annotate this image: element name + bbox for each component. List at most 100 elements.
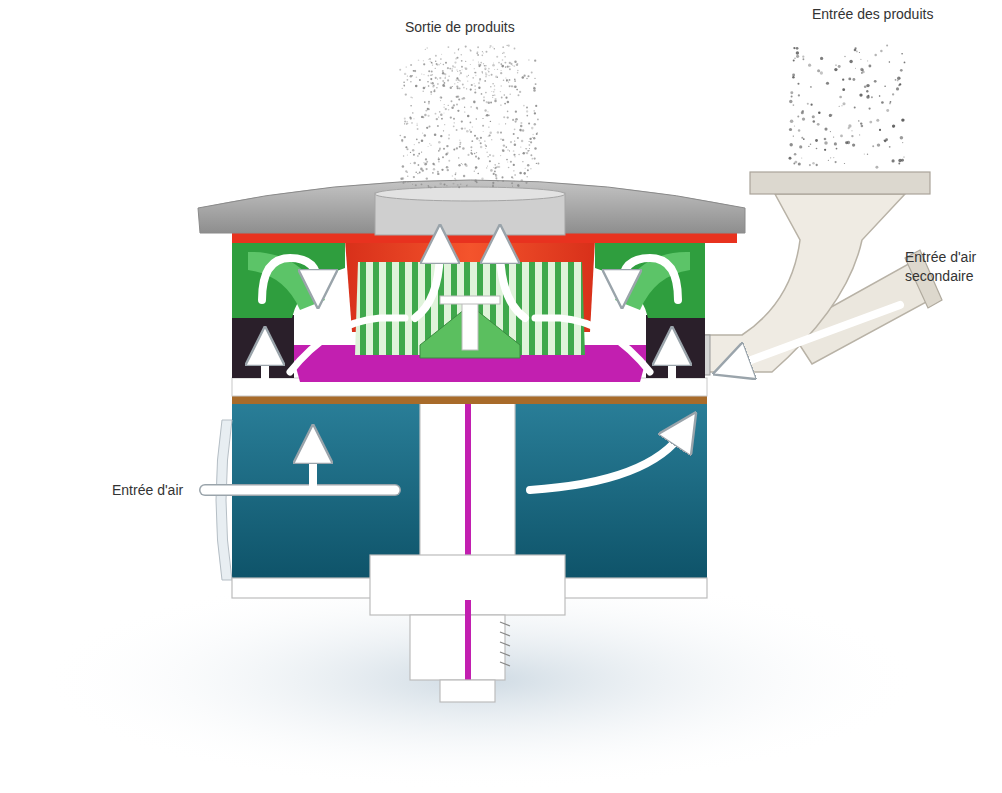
particle <box>426 177 428 179</box>
particle <box>531 71 533 73</box>
particle <box>839 106 840 107</box>
particle <box>462 147 464 149</box>
particle <box>448 137 450 139</box>
particle <box>413 70 415 72</box>
particle <box>437 83 439 85</box>
particle <box>477 46 479 48</box>
particle <box>459 70 460 71</box>
particle <box>902 142 903 143</box>
particle <box>790 119 794 123</box>
particle <box>817 69 820 72</box>
particle <box>513 65 515 67</box>
particle <box>460 72 462 74</box>
particle <box>486 101 488 103</box>
particle <box>417 155 419 157</box>
particle <box>518 186 519 187</box>
particle <box>492 95 493 96</box>
particle <box>429 58 431 60</box>
particle <box>404 123 405 124</box>
particle <box>826 82 829 85</box>
particle <box>496 179 497 180</box>
particle <box>511 176 513 178</box>
particle <box>864 85 867 88</box>
particle <box>486 167 487 168</box>
particle <box>433 163 435 165</box>
particle <box>859 52 860 53</box>
particle <box>485 74 487 76</box>
particle <box>447 46 449 48</box>
particle <box>829 114 832 117</box>
particle <box>482 118 483 119</box>
particle <box>835 161 837 163</box>
particle <box>526 176 528 178</box>
particle <box>477 51 479 53</box>
particle <box>425 86 426 87</box>
particle <box>527 150 529 152</box>
particle <box>470 122 472 124</box>
particle <box>452 66 454 68</box>
particle <box>432 74 434 76</box>
particle <box>440 135 442 137</box>
particle <box>444 86 445 87</box>
particle <box>514 120 516 122</box>
particle <box>466 76 468 78</box>
particle <box>470 89 472 91</box>
particle <box>418 59 420 61</box>
particle <box>505 146 507 148</box>
particle <box>448 160 450 162</box>
particle <box>425 163 428 166</box>
particle <box>792 73 795 76</box>
particle <box>522 76 525 79</box>
particle <box>459 87 461 89</box>
particle <box>478 87 480 89</box>
particle <box>794 153 797 156</box>
loop-arrow <box>262 258 318 300</box>
particle <box>835 64 837 66</box>
funnel-flange <box>750 172 930 194</box>
particle <box>509 85 511 87</box>
particle <box>461 54 463 56</box>
particle <box>492 182 494 184</box>
particle <box>491 91 492 92</box>
particle <box>442 80 444 82</box>
particle <box>525 148 526 149</box>
particle <box>411 122 413 124</box>
particle <box>531 127 534 130</box>
particle <box>403 155 404 156</box>
particle <box>458 49 459 50</box>
particle <box>517 72 518 73</box>
particle <box>458 164 460 166</box>
particle <box>427 81 428 82</box>
particle <box>833 157 834 158</box>
particle <box>521 140 523 142</box>
particle <box>464 107 465 108</box>
particle <box>465 67 468 70</box>
particle <box>797 83 799 85</box>
particle <box>533 89 535 91</box>
particle <box>529 138 531 140</box>
particle <box>494 94 496 96</box>
particle <box>497 131 499 133</box>
particle <box>500 132 502 134</box>
particle <box>798 129 800 131</box>
particle <box>491 74 493 76</box>
particle <box>493 62 494 63</box>
particle <box>481 177 483 179</box>
particle <box>514 80 516 82</box>
particle <box>530 154 532 156</box>
particle <box>512 119 514 121</box>
particle <box>807 103 809 105</box>
particle <box>425 110 427 112</box>
particle <box>514 128 516 130</box>
particle <box>514 86 516 88</box>
thread <box>500 622 510 666</box>
particle <box>404 73 406 75</box>
particle <box>405 146 407 148</box>
particle <box>426 168 428 170</box>
air-inlet-opening <box>216 420 232 580</box>
particle <box>478 82 480 84</box>
particle <box>417 128 419 130</box>
vane-face <box>615 252 690 310</box>
particle <box>450 87 452 89</box>
particle <box>421 152 422 153</box>
